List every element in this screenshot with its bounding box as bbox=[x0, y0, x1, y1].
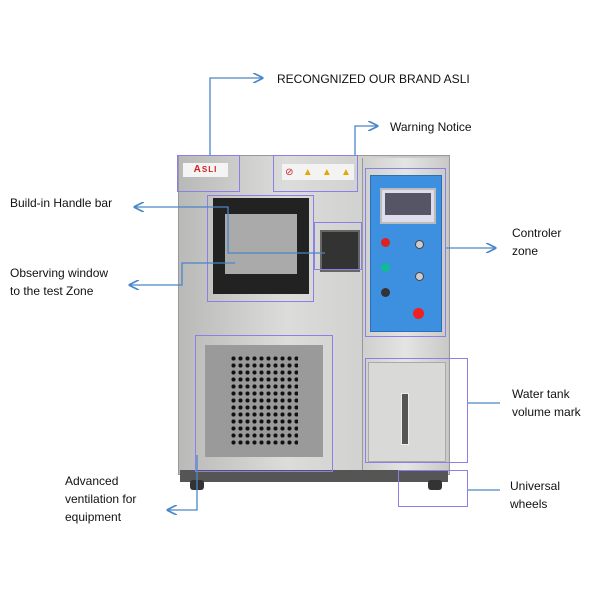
window-highlight-box bbox=[207, 195, 314, 302]
key-switch[interactable] bbox=[415, 272, 424, 281]
warning-callout bbox=[354, 126, 377, 155]
ventilation-label: Advanced ventilation for equipment bbox=[65, 472, 136, 526]
ventilation-callout bbox=[168, 455, 198, 510]
window-label: Observing window to the test Zone bbox=[10, 264, 108, 300]
controller-highlight-box bbox=[365, 168, 446, 337]
dark-button[interactable] bbox=[381, 288, 390, 297]
brand-highlight-box bbox=[177, 155, 240, 192]
ventilation-highlight-box bbox=[195, 335, 333, 472]
red-button[interactable] bbox=[381, 238, 390, 247]
logo-plate: ASLI bbox=[183, 163, 228, 177]
window-label-line2: to the test Zone bbox=[10, 284, 94, 298]
touch-screen[interactable] bbox=[380, 188, 436, 224]
handle-label: Build-in Handle bar bbox=[10, 196, 113, 210]
water-label: Water tank volume mark bbox=[512, 385, 581, 421]
controller-label-line2: zone bbox=[512, 244, 539, 258]
observation-window bbox=[213, 198, 309, 294]
water-tank-highlight-box bbox=[365, 358, 468, 463]
controller-label-line1: Controler bbox=[512, 226, 562, 240]
wheels-highlight-box bbox=[398, 470, 468, 507]
handle-callout bbox=[135, 207, 325, 254]
window-callout bbox=[130, 262, 235, 285]
handle-highlight-box bbox=[314, 222, 362, 270]
water-label-line1: Water tank bbox=[512, 387, 570, 401]
vent-label-line3: equipment bbox=[65, 510, 122, 524]
vent-label-line2: ventilation for bbox=[65, 492, 137, 506]
brand-label: RECONGNIZED OUR BRAND ASLI bbox=[277, 72, 470, 86]
controller-label: Controler zone bbox=[512, 224, 561, 260]
warning-stickers: ⊘ ▲ ▲ ▲ bbox=[282, 164, 354, 180]
warning-label: Warning Notice bbox=[390, 120, 472, 134]
wheels-label: Universal wheels bbox=[510, 477, 560, 513]
vent-label-line1: Advanced bbox=[65, 474, 119, 488]
warning-triangle-icon: ▲ bbox=[321, 166, 332, 178]
wheel bbox=[428, 480, 442, 490]
switch-knob[interactable] bbox=[415, 240, 424, 249]
brand-callout bbox=[209, 78, 262, 155]
wheels-label-line1: Universal bbox=[510, 479, 561, 493]
ventilation-grille bbox=[205, 345, 323, 457]
water-tank-panel bbox=[368, 362, 446, 462]
base-strip bbox=[180, 470, 448, 482]
green-button[interactable] bbox=[381, 263, 390, 272]
emergency-stop-button[interactable] bbox=[413, 308, 424, 319]
window-label-line1: Observing window bbox=[10, 266, 109, 280]
wheels-label-line2: wheels bbox=[510, 497, 548, 511]
warning-triangle-icon: ▲ bbox=[302, 166, 313, 178]
warning-triangle-icon: ▲ bbox=[340, 166, 351, 178]
prohibition-icon: ⊘ bbox=[285, 166, 294, 178]
warning-highlight-box bbox=[273, 155, 358, 192]
door-handle[interactable] bbox=[320, 230, 360, 272]
water-label-line2: volume mark bbox=[512, 405, 581, 419]
